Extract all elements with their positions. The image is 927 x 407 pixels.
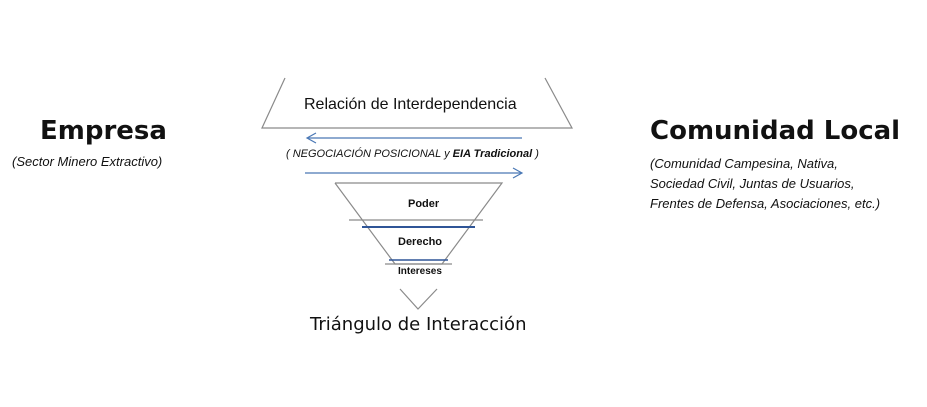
triangle-title: Triángulo de Interacción — [310, 314, 527, 335]
relation-title: Relación de Interdependencia — [304, 96, 517, 113]
community-title: Comunidad Local — [650, 116, 901, 146]
arrow-left-head — [305, 132, 317, 144]
community-line-3: Frentes de Defensa, Asociaciones, etc.) — [650, 196, 881, 211]
bottom-v-tip — [399, 288, 438, 310]
community-line-2: Sociedad Civil, Juntas de Usuarios, — [650, 176, 855, 191]
company-title: Empresa — [40, 116, 167, 146]
negotiation-suffix: ) — [532, 148, 539, 160]
level-derecho: Derecho — [398, 236, 443, 248]
level-intereses: Intereses — [398, 266, 442, 277]
community-line-1: (Comunidad Campesina, Nativa, — [650, 156, 838, 171]
company-subtitle: (Sector Minero Extractivo) — [12, 154, 163, 169]
funnel-outline — [334, 182, 504, 265]
negotiation-label: ( NEGOCIACIÓN POSICIONAL y EIA Tradicion… — [286, 148, 539, 160]
level-poder: Poder — [408, 198, 440, 210]
arrow-right-head — [512, 167, 524, 179]
negotiation-bold: EIA Tradicional — [452, 148, 533, 160]
negotiation-prefix: ( NEGOCIACIÓN POSICIONAL y — [286, 148, 453, 160]
relation-trapezoid-outline — [261, 77, 574, 129]
